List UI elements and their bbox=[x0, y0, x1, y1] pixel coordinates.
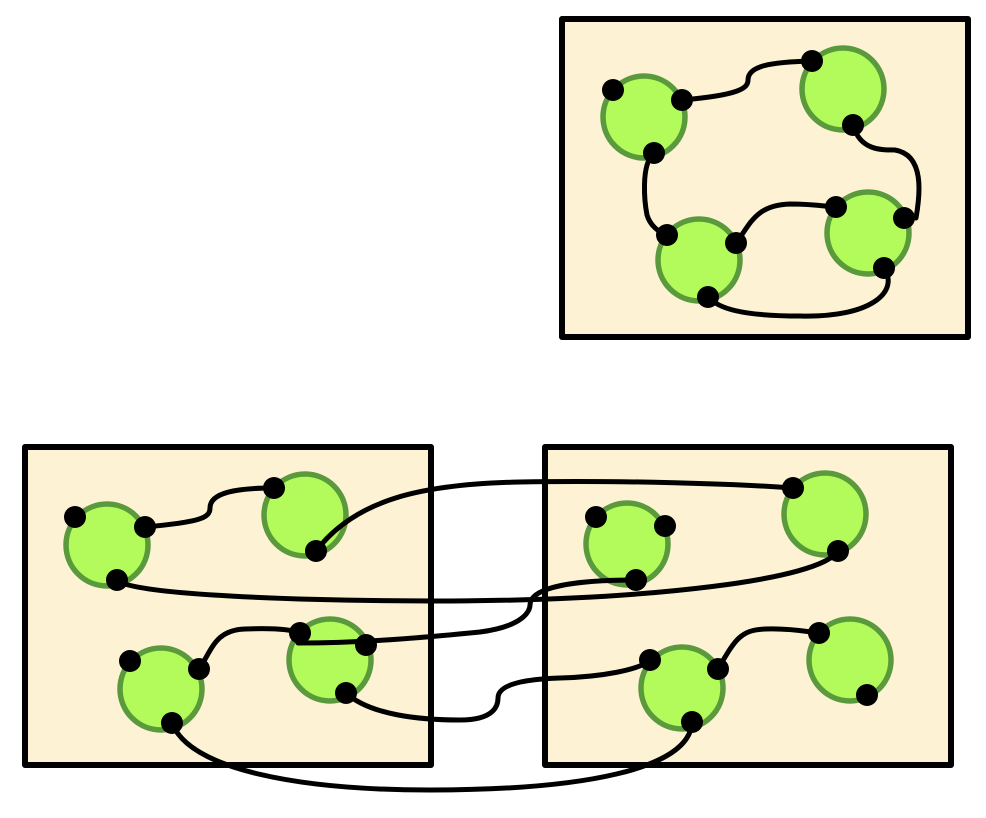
node-br-4 bbox=[806, 616, 894, 704]
port bbox=[707, 658, 729, 680]
ports bbox=[64, 50, 915, 734]
box-bottom-left bbox=[22, 444, 434, 768]
port bbox=[681, 711, 703, 733]
port bbox=[842, 114, 864, 136]
wire-cross-4 bbox=[343, 657, 653, 723]
port bbox=[355, 634, 377, 656]
node-br-2 bbox=[781, 470, 869, 558]
port bbox=[625, 569, 647, 591]
port bbox=[188, 658, 210, 680]
wire-bl-b bbox=[196, 626, 303, 672]
node-bl-1 bbox=[63, 501, 151, 589]
port bbox=[656, 224, 678, 246]
wire-cross-5 bbox=[169, 719, 695, 793]
wire-tr-a bbox=[679, 58, 815, 103]
port bbox=[602, 79, 624, 101]
port bbox=[119, 650, 141, 672]
node-br-3 bbox=[638, 644, 726, 732]
port bbox=[671, 89, 693, 111]
port bbox=[873, 257, 895, 279]
port bbox=[263, 477, 285, 499]
node-tr-4 bbox=[824, 189, 912, 277]
port bbox=[305, 540, 327, 562]
port bbox=[643, 142, 665, 164]
port bbox=[106, 569, 128, 591]
node-bl-2 bbox=[261, 471, 349, 559]
wires bbox=[114, 58, 922, 793]
box-bottom-right bbox=[542, 444, 954, 768]
port bbox=[654, 515, 676, 537]
port bbox=[585, 506, 607, 528]
wire-cross-1 bbox=[313, 478, 796, 554]
node-tr-1 bbox=[600, 73, 688, 161]
port bbox=[782, 477, 804, 499]
wire-tr-b bbox=[850, 122, 922, 221]
port bbox=[289, 622, 311, 644]
port bbox=[893, 207, 915, 229]
port bbox=[161, 712, 183, 734]
wire-cross-2 bbox=[114, 548, 841, 604]
port bbox=[856, 684, 878, 706]
port bbox=[725, 232, 747, 254]
port bbox=[697, 286, 719, 308]
box-top-right bbox=[559, 16, 971, 340]
port bbox=[827, 540, 849, 562]
wire-bl-a bbox=[142, 485, 277, 530]
port bbox=[64, 506, 86, 528]
port bbox=[335, 682, 357, 704]
port bbox=[134, 516, 156, 538]
wire-tr-e bbox=[705, 265, 891, 319]
node-bl-3 bbox=[117, 645, 205, 733]
port bbox=[639, 649, 661, 671]
node-tr-2 bbox=[799, 45, 887, 133]
port bbox=[825, 196, 847, 218]
port bbox=[808, 622, 830, 644]
port bbox=[801, 50, 823, 72]
wire-br-a bbox=[715, 626, 822, 672]
